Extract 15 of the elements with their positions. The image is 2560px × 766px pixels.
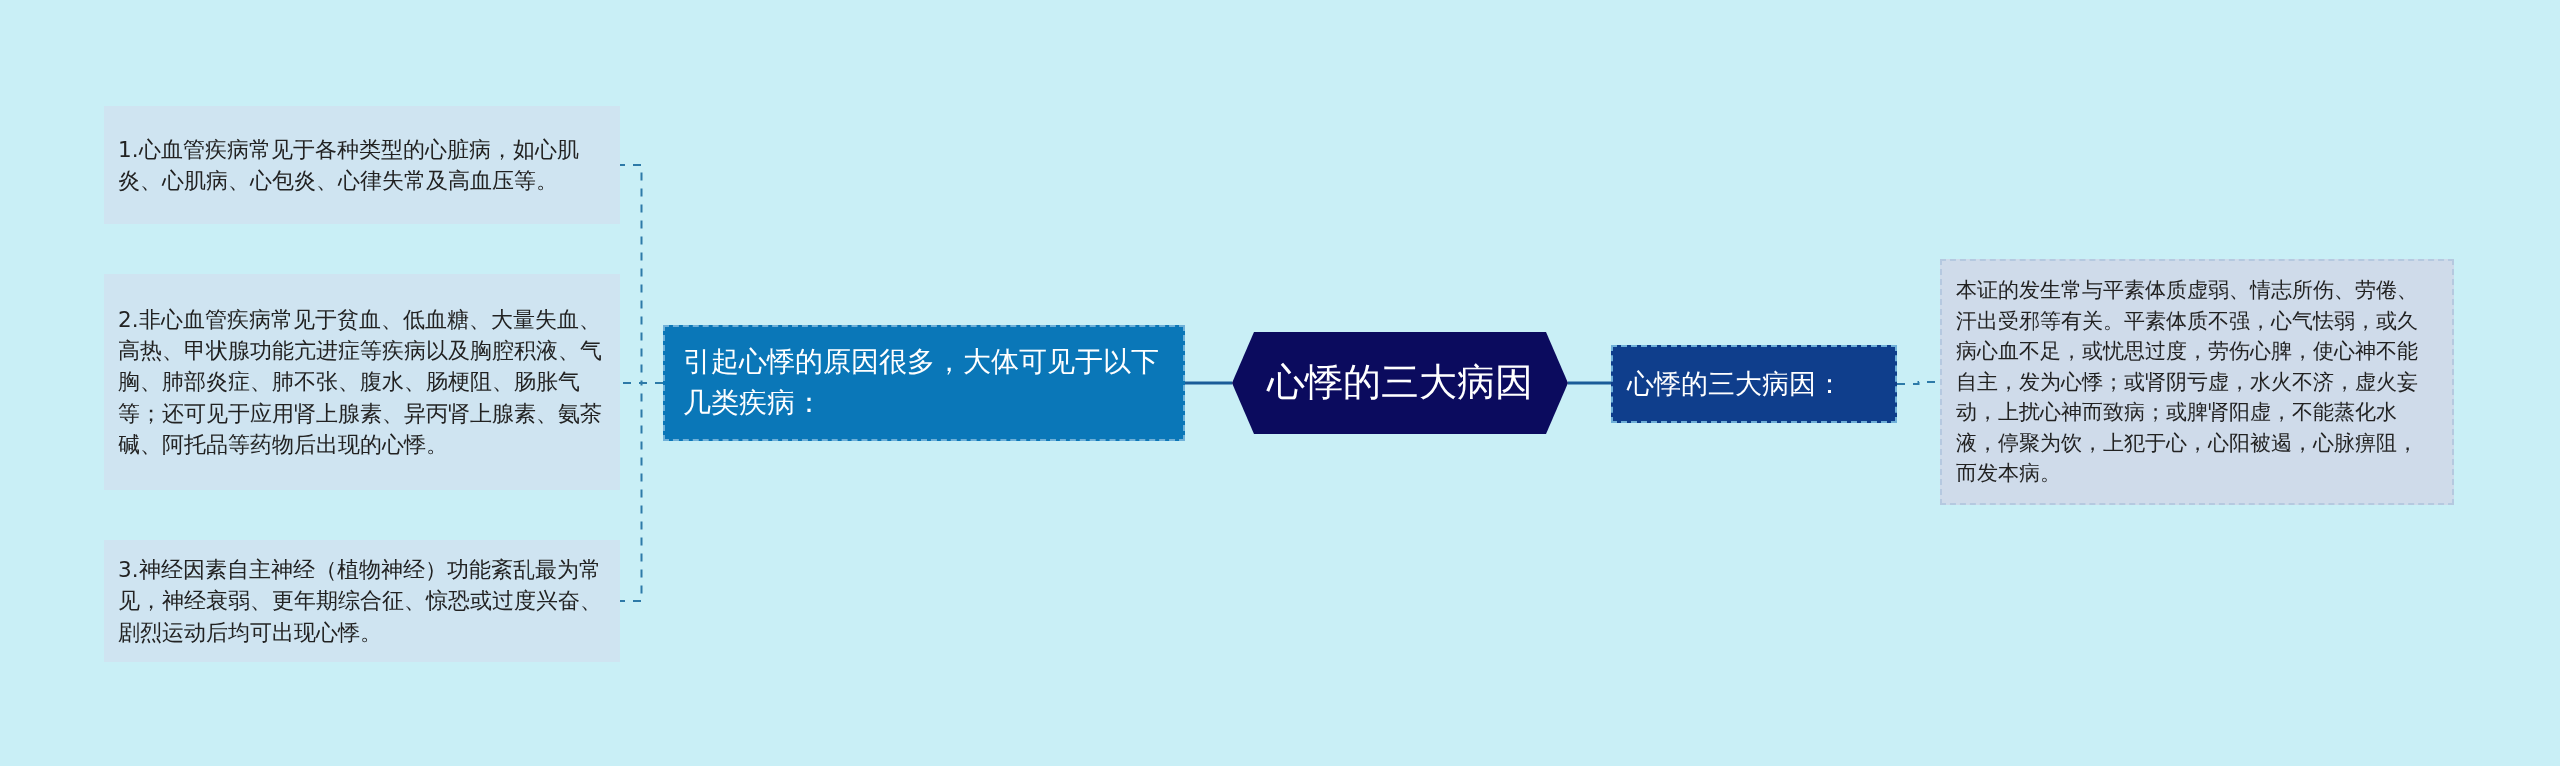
connector-line [1185,381,1232,385]
leaf-text: 本证的发生常与平素体质虚弱、情志所伤、劳倦、汗出受邪等有关。平素体质不强，心气怯弱，或久病心血不足，或忧思过度，劳伤心脾，使心神不能自主，发为心悸；或肾阴亏虚，水火不济，虚火妄动，上扰心神而致病；或脾肾阳虚，不能蒸化水液，停聚为饮，上犯于心，心阳被遏，心脉痹阻，而发本病。 [1956,277,2419,488]
leaf-box [1940,259,2454,505]
branch-text: 心悸的三大病因： [1627,367,1843,402]
branch-box [663,325,1185,441]
leaf-text: 2.非心血管疾病常见于贫血、低血糖、大量失血、高热、甲状腺功能亢进症等疾病以及胸腔积液、气胸、肺部炎症、肺不张、腹水、肠梗阻、肠胀气等；还可见于应用肾上腺素、异丙肾上腺素、氨茶碱、阿托品等药物后出现的心悸。 [118,306,603,459]
branch-text: 引起心悸的原因很多，大体可见于以下几类疾病： [683,344,1160,421]
connector-line [619,382,664,602]
branch-box [1611,345,1897,423]
leaf-box [104,540,620,662]
leaf-text: 3.神经因素自主神经（植物神经）功能紊乱最为常见，神经衰弱、更年期综合征、惊恐或过度兴奋、剧烈运动后均可出现心悸。 [118,556,603,647]
leaf-box [104,106,620,224]
leaf-text: 1.心血管疾病常见于各种类型的心脏病，如心肌炎、心肌病、心包炎、心律失常及高血压等。 [118,135,580,195]
connector-line [1568,381,1611,385]
topic-title: 心悸的三大病因 [1267,359,1533,407]
